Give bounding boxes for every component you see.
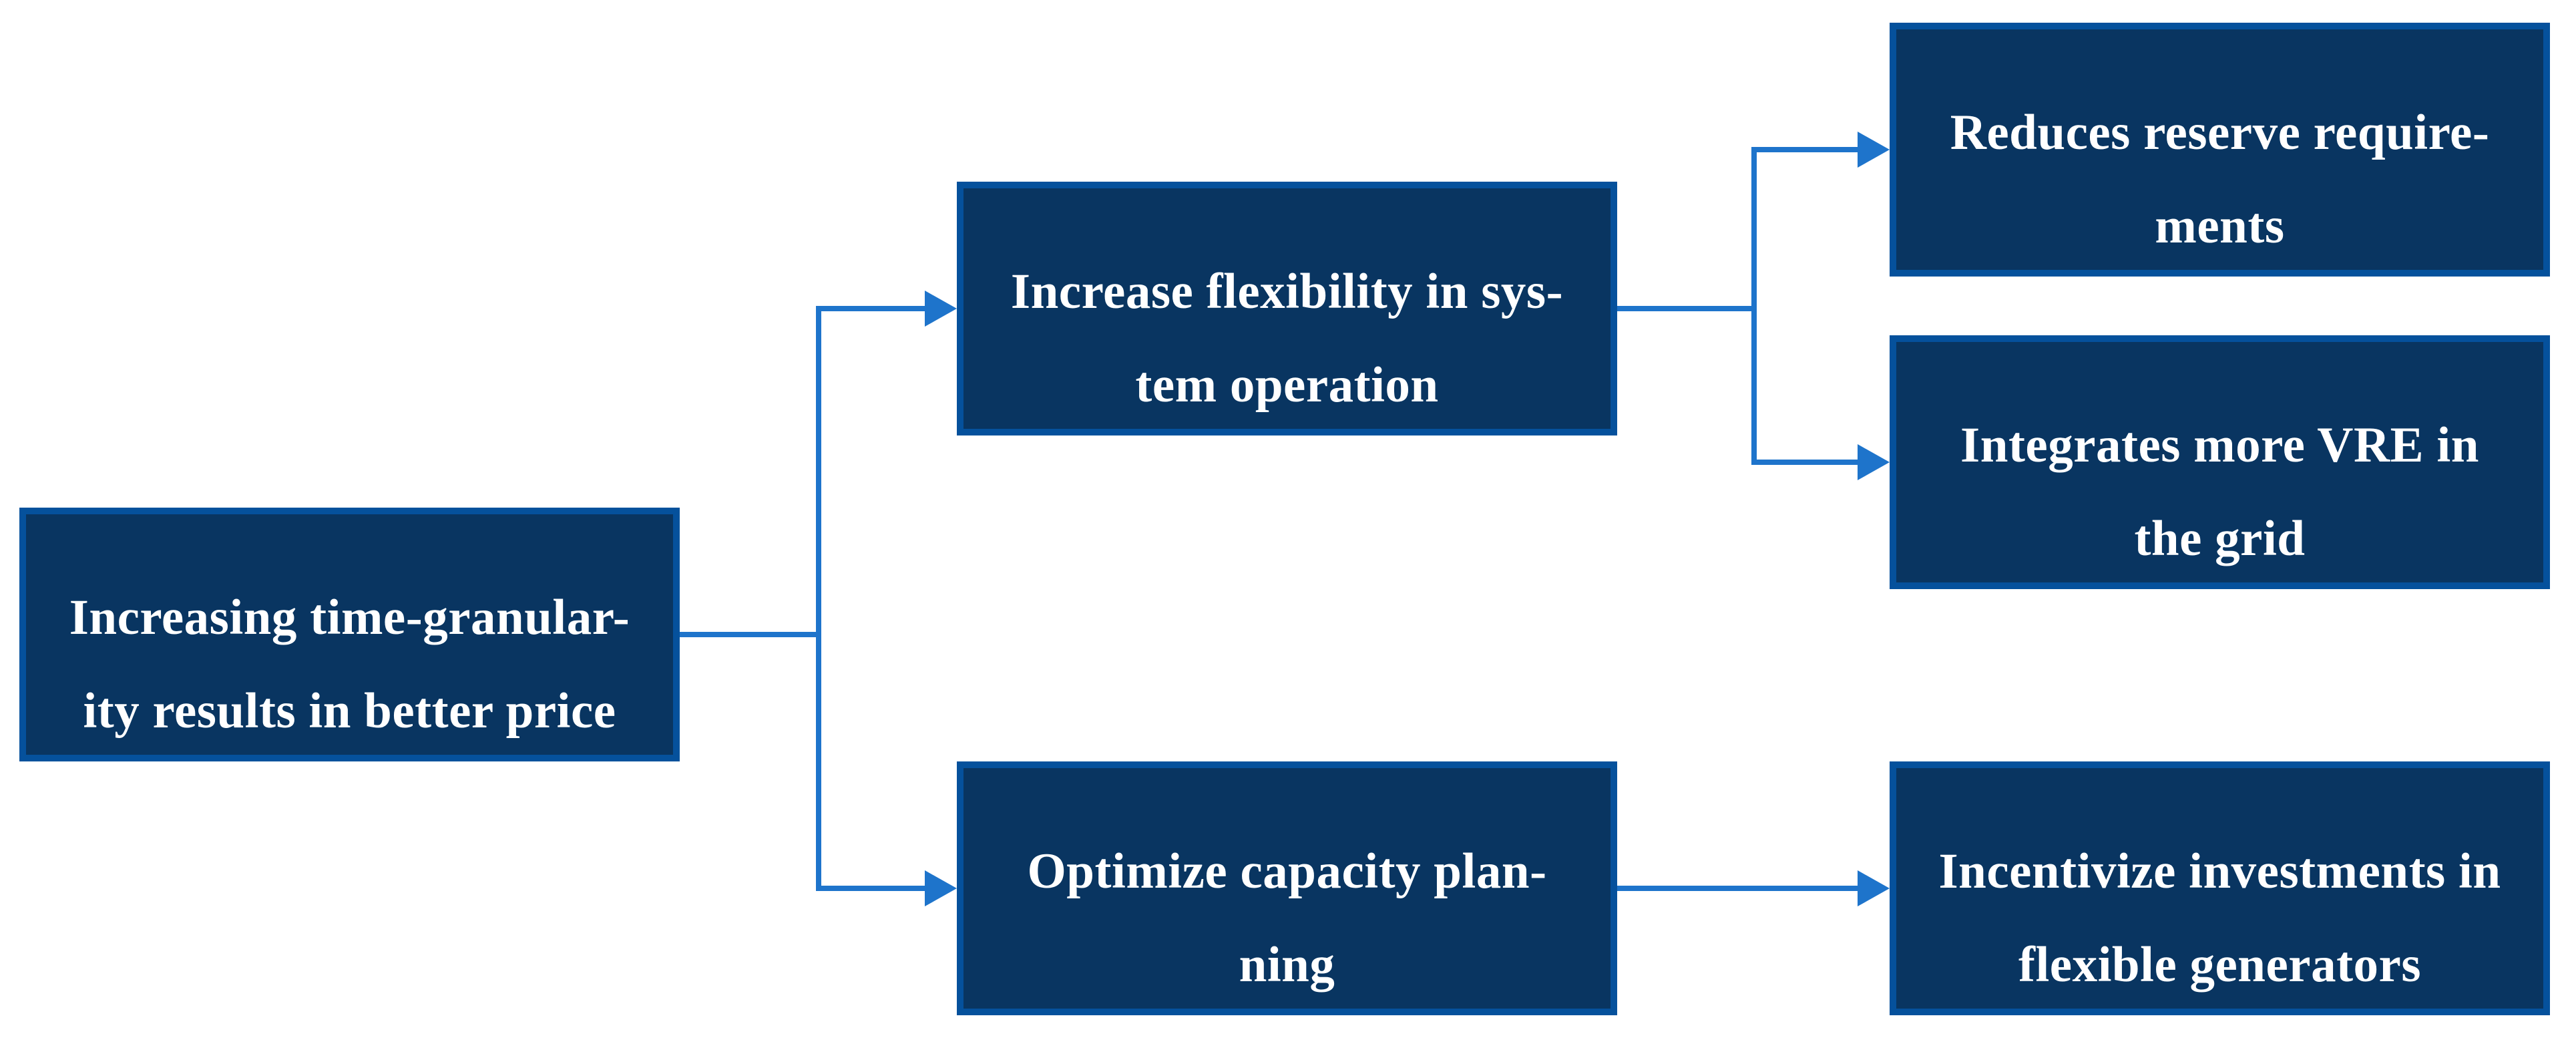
arrowhead-to-reserve-icon	[1858, 132, 1890, 168]
flow-node-label: Optimize capacity plan- ning	[970, 825, 1604, 1012]
label-line: Increasing time-granular-	[69, 590, 630, 645]
connector-flexibility-to-reserve-line	[1751, 147, 1858, 152]
label-line: Increase flexibility in sys-	[1010, 264, 1564, 319]
connector-flexibility-to-vre-line	[1751, 460, 1858, 465]
flow-node-reserve-requirements: Reduces reserve require- ments	[1890, 23, 2550, 277]
connector-flexibility-fork-line	[1751, 147, 1757, 465]
label-line: Optimize capacity plan-	[1027, 844, 1547, 899]
label-line: ments	[2155, 198, 2285, 254]
label-line: ity results in better price	[83, 683, 616, 739]
flow-node-time-granularity: Increasing time-granular- ity results in…	[19, 508, 680, 761]
flow-node-vre-integration: Integrates more VRE in the grid	[1890, 335, 2550, 589]
connector-flexibility-feed-line	[1617, 306, 1754, 311]
label-line: flexible generators	[2018, 937, 2422, 993]
label-line: Integrates more VRE in	[1960, 417, 2479, 473]
arrowhead-to-investments-icon	[1858, 870, 1890, 906]
flow-node-label: Increasing time-granular- ity results in…	[33, 571, 666, 758]
label-line: ning	[1239, 937, 1335, 993]
label-line: the grid	[2134, 511, 2306, 566]
connector-root-fork-line	[816, 306, 821, 891]
connector-root-to-flexibility-line	[816, 306, 925, 311]
connector-root-feed-line	[680, 632, 819, 637]
flow-node-label: Reduces reserve require- ments	[1903, 86, 2537, 273]
arrowhead-to-capacity-icon	[925, 870, 957, 906]
connector-root-to-capacity-line	[816, 886, 925, 891]
arrowhead-to-flexibility-icon	[925, 291, 957, 327]
flow-node-capacity-planning: Optimize capacity plan- ning	[957, 761, 1617, 1015]
label-line: Incentivize investments in	[1938, 844, 2501, 899]
connector-capacity-to-investments-line	[1617, 886, 1858, 891]
flow-node-label: Incentivize investments in flexible gene…	[1903, 825, 2537, 1012]
flow-node-label: Integrates more VRE in the grid	[1903, 399, 2537, 586]
label-line: tem operation	[1135, 357, 1439, 413]
flow-node-label: Increase flexibility in sys- tem operati…	[970, 245, 1604, 432]
flow-node-system-flexibility: Increase flexibility in sys- tem operati…	[957, 182, 1617, 435]
arrowhead-to-vre-icon	[1858, 444, 1890, 480]
label-line: Reduces reserve require-	[1950, 105, 2490, 160]
flow-node-flexible-generator-investments: Incentivize investments in flexible gene…	[1890, 761, 2550, 1015]
